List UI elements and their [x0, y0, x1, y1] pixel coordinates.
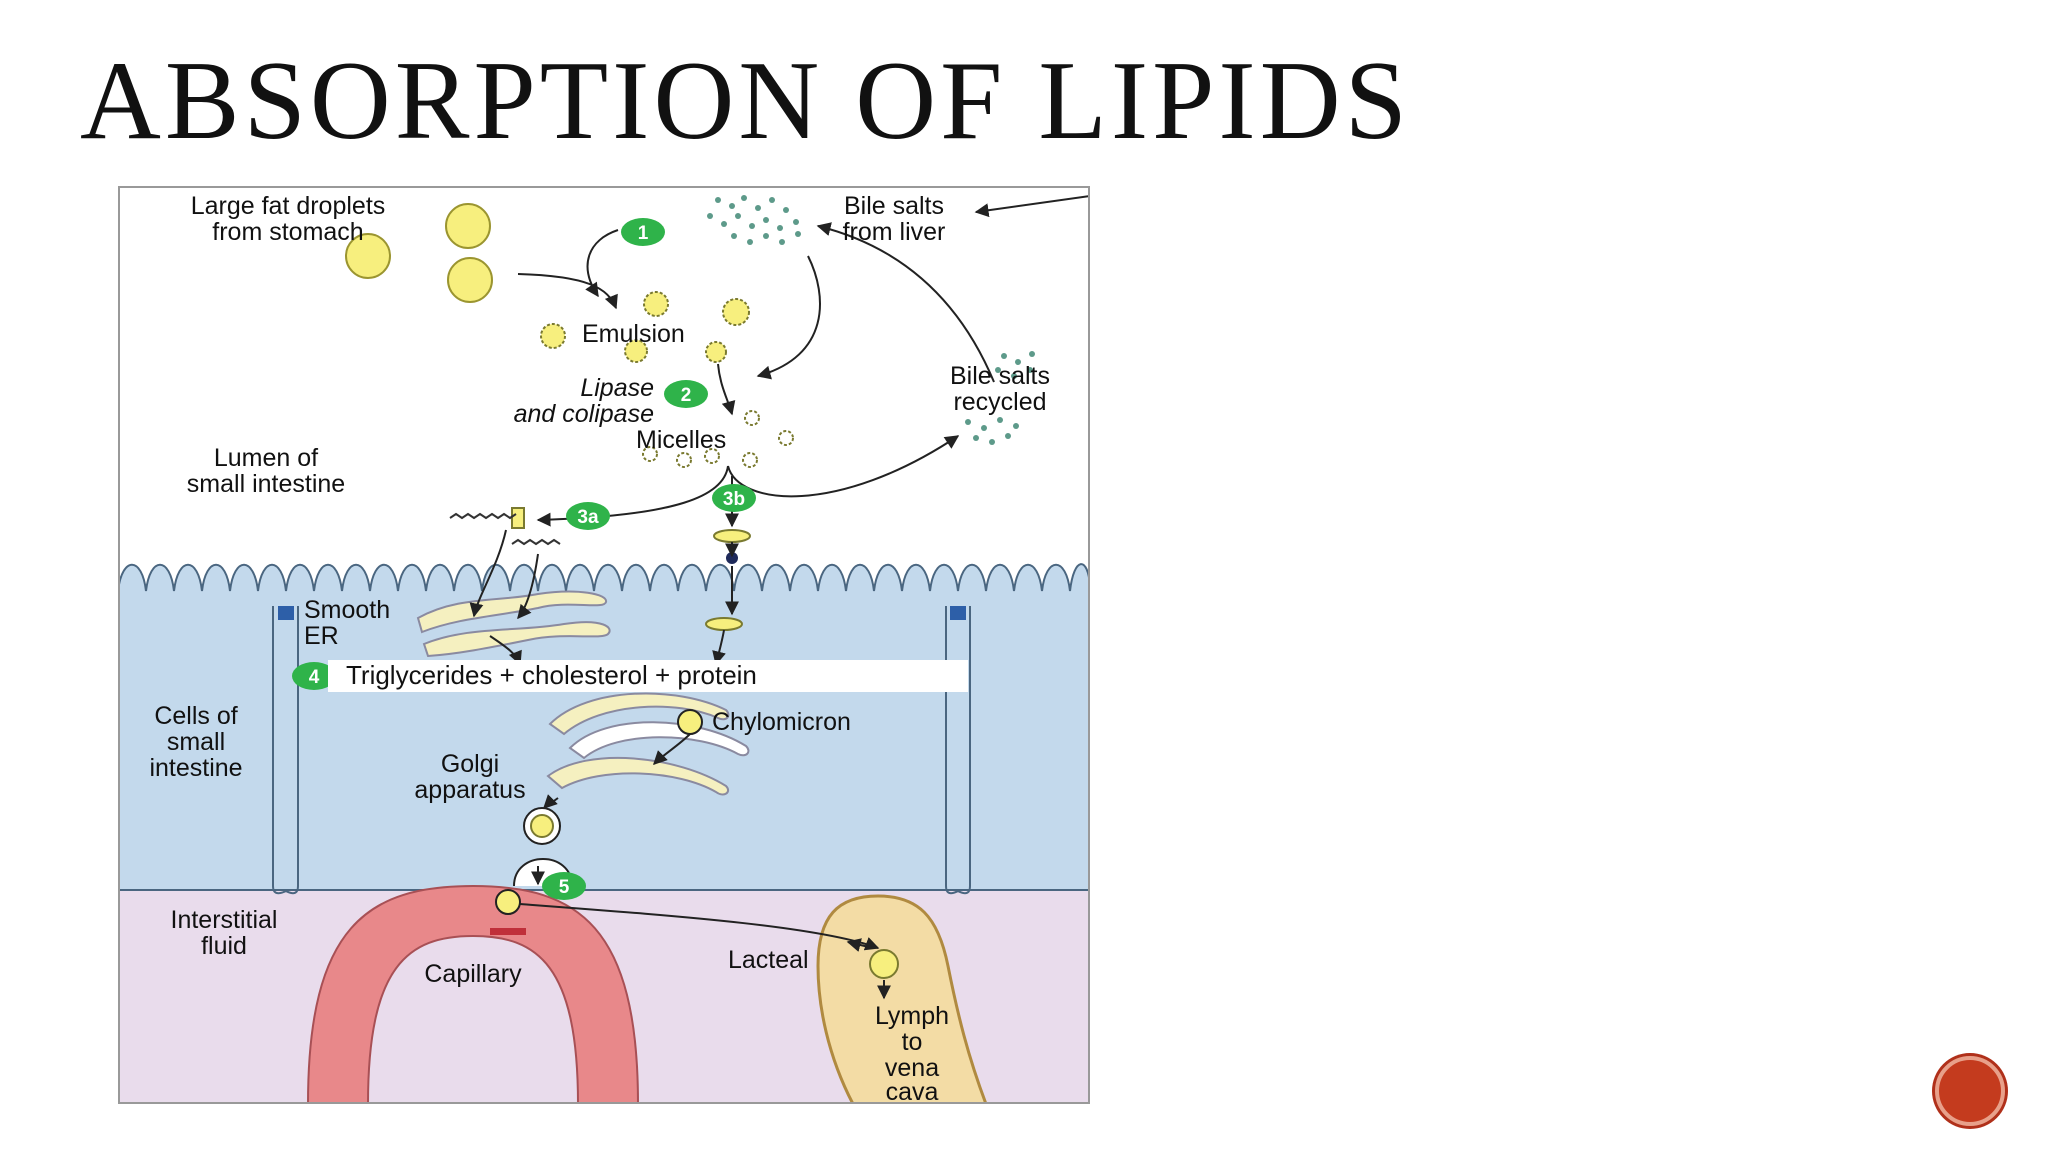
bile-salts-label: Bile salts — [844, 192, 944, 220]
cell-border-right — [945, 606, 971, 895]
combination-label: Triglycerides + cholesterol + protein — [346, 660, 757, 690]
slide-title: ABSORPTION OF LIPIDS — [80, 39, 1411, 163]
lipid-absorption-diagram: 1 2 3a 3b 4 5 Large fat droplets from st… — [118, 186, 1090, 1104]
step-badge-1: 1 — [621, 218, 665, 246]
fatty-acid-monoglyceride — [511, 507, 525, 529]
tight-junction-left — [278, 606, 294, 620]
lymph-label: vena — [885, 1054, 939, 1082]
fatty-acid-chain — [449, 512, 517, 520]
lymph-label: to — [902, 1028, 923, 1056]
chylomicron-particle — [677, 709, 703, 735]
chylomicron-particle — [869, 949, 899, 979]
svg-text:3b: 3b — [723, 489, 745, 510]
chylomicron-particle — [530, 814, 554, 838]
tight-junction-right — [950, 606, 966, 620]
bile-salts-dots — [707, 195, 801, 245]
svg-text:5: 5 — [559, 877, 570, 898]
svg-text:1: 1 — [638, 223, 649, 244]
micelle-particles — [642, 410, 794, 468]
lumen-label: Lumen of — [214, 444, 318, 472]
cholesterol-particle — [705, 617, 743, 631]
cholesterol-particle — [713, 529, 751, 543]
fat-droplets-label: Large fat droplets — [191, 192, 386, 220]
bile-recycled-label: Bile salts — [950, 362, 1050, 390]
lacteal-label: Lacteal — [728, 946, 809, 974]
interstitial-label: Interstitial — [171, 906, 278, 934]
flow-arrows — [469, 195, 1090, 1000]
interstitial-label: fluid — [201, 932, 247, 960]
step-badge-2: 2 — [664, 380, 708, 408]
smooth-er — [422, 621, 611, 658]
lipase-label: Lipase — [580, 374, 654, 402]
lumen-label: small intestine — [187, 470, 345, 498]
micelles-label: Micelles — [636, 426, 726, 454]
svg-text:4: 4 — [309, 667, 320, 688]
golgi-apparatus — [546, 756, 730, 796]
step-badge-4: 4 — [292, 662, 336, 690]
fatty-acid-chain — [511, 538, 561, 546]
capillary-label: Capillary — [424, 960, 522, 988]
fat-droplet — [447, 257, 493, 303]
combination-box — [328, 660, 968, 692]
step-badge-5: 5 — [542, 872, 586, 900]
bile-salts-label: from liver — [843, 218, 946, 246]
lymph-label: cava — [886, 1078, 939, 1104]
chylomicron-label: Chylomicron — [712, 708, 851, 736]
bile-salts-recycled-dots — [965, 351, 1035, 445]
svg-text:2: 2 — [681, 385, 692, 406]
smooth-er-label: ER — [304, 622, 339, 650]
figure-frame — [118, 186, 1090, 1104]
golgi-label: apparatus — [414, 776, 525, 804]
fat-droplet — [445, 203, 491, 249]
svg-text:3a: 3a — [577, 507, 599, 528]
capillary-barrier — [490, 928, 526, 935]
step-badge-3a: 3a — [566, 502, 610, 530]
slide-nav-button[interactable] — [1935, 1056, 2005, 1126]
capillary-vessel — [306, 884, 640, 1104]
cells-label: Cells of — [154, 702, 237, 730]
step-badge-3b: 3b — [712, 484, 756, 512]
emulsion-label: Emulsion — [582, 320, 685, 348]
cell-border-left — [272, 606, 299, 895]
smooth-er-label: Smooth — [304, 596, 390, 624]
bile-recycled-label: recycled — [953, 388, 1046, 416]
chylomicron-particle — [495, 889, 521, 915]
cells-label: small — [167, 728, 225, 756]
golgi-apparatus — [548, 692, 730, 736]
smooth-er — [416, 590, 607, 634]
golgi-label: Golgi — [441, 750, 499, 778]
fat-droplets-label: from stomach — [212, 218, 363, 246]
fat-droplet — [345, 233, 391, 279]
lymph-label: Lymph — [875, 1002, 949, 1030]
intestinal-cell-region — [118, 563, 1090, 891]
emulsion-droplets — [540, 291, 750, 363]
cells-label: intestine — [149, 754, 242, 782]
golgi-apparatus — [568, 721, 750, 760]
lipase-label: and colipase — [514, 400, 654, 428]
